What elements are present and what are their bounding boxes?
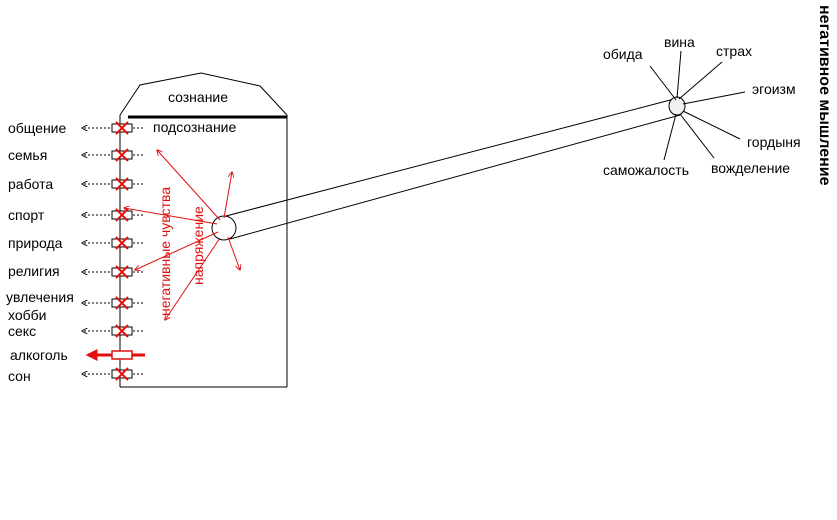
- blocked-connection: [82, 177, 145, 191]
- negative-feelings-label: негативные чувства: [157, 187, 173, 316]
- subconscious-label: подсознание: [153, 119, 237, 135]
- consciousness-roof: [119, 72, 288, 116]
- blocked-connection: [82, 148, 145, 162]
- block-cross-icon: [115, 148, 129, 162]
- life-area-label: семья: [8, 147, 47, 163]
- life-areas: общение семья работа спорт природа религия увл…: [6, 120, 145, 384]
- blocked-connection: [82, 324, 145, 338]
- open-connection-alcohol: [85, 349, 145, 361]
- tension-arrows: [124, 150, 240, 320]
- channel-box-open: [111, 350, 133, 360]
- block-cross-icon: [115, 177, 129, 191]
- life-area-label: секс: [8, 323, 36, 339]
- block-cross-icon: [115, 367, 129, 381]
- blocked-connection: [82, 367, 145, 381]
- tube-far-end: [668, 96, 686, 116]
- emotion-spokes: [649, 50, 746, 161]
- blocked-connection: [82, 236, 145, 250]
- emotion-lust: вожделение: [711, 160, 790, 176]
- life-area-label: природа: [8, 235, 63, 251]
- life-area-label: алкоголь: [10, 347, 68, 363]
- tube-near-end: [211, 215, 237, 241]
- blocked-connection: [82, 296, 145, 310]
- block-cross-icon: [115, 236, 129, 250]
- blocked-connection: [82, 265, 145, 279]
- emotion-egoism: эгоизм: [752, 81, 796, 97]
- block-cross-icon: [115, 121, 129, 135]
- block-cross-icon: [115, 265, 129, 279]
- tube-top-edge: [225, 97, 679, 217]
- emotion-offense: обида: [603, 46, 643, 62]
- block-cross-icon: [115, 208, 129, 222]
- emotion-guilt: вина: [664, 34, 695, 50]
- life-area-label: спорт: [8, 207, 45, 223]
- life-area-label: работа: [8, 176, 53, 192]
- block-cross-icon: [115, 324, 129, 338]
- emotion-fear: страх: [716, 43, 752, 59]
- life-area-label: хобби: [8, 307, 47, 323]
- tension-label: напряжение: [190, 206, 206, 285]
- life-area-label: религия: [8, 263, 60, 279]
- emotion-pride: гордыня: [747, 134, 801, 150]
- consciousness-label: сознание: [168, 89, 228, 105]
- block-cross-icon: [115, 296, 129, 310]
- blocked-connection: [82, 121, 145, 135]
- diagram-title: негативное мышление: [816, 5, 833, 186]
- tube-bottom-edge: [229, 114, 681, 240]
- life-area-label: увлечения: [6, 289, 74, 305]
- emotion-self-pity: саможалость: [603, 162, 689, 178]
- life-area-label: общение: [8, 120, 67, 136]
- life-area-label: сон: [8, 368, 31, 384]
- blocked-connection: [82, 208, 145, 222]
